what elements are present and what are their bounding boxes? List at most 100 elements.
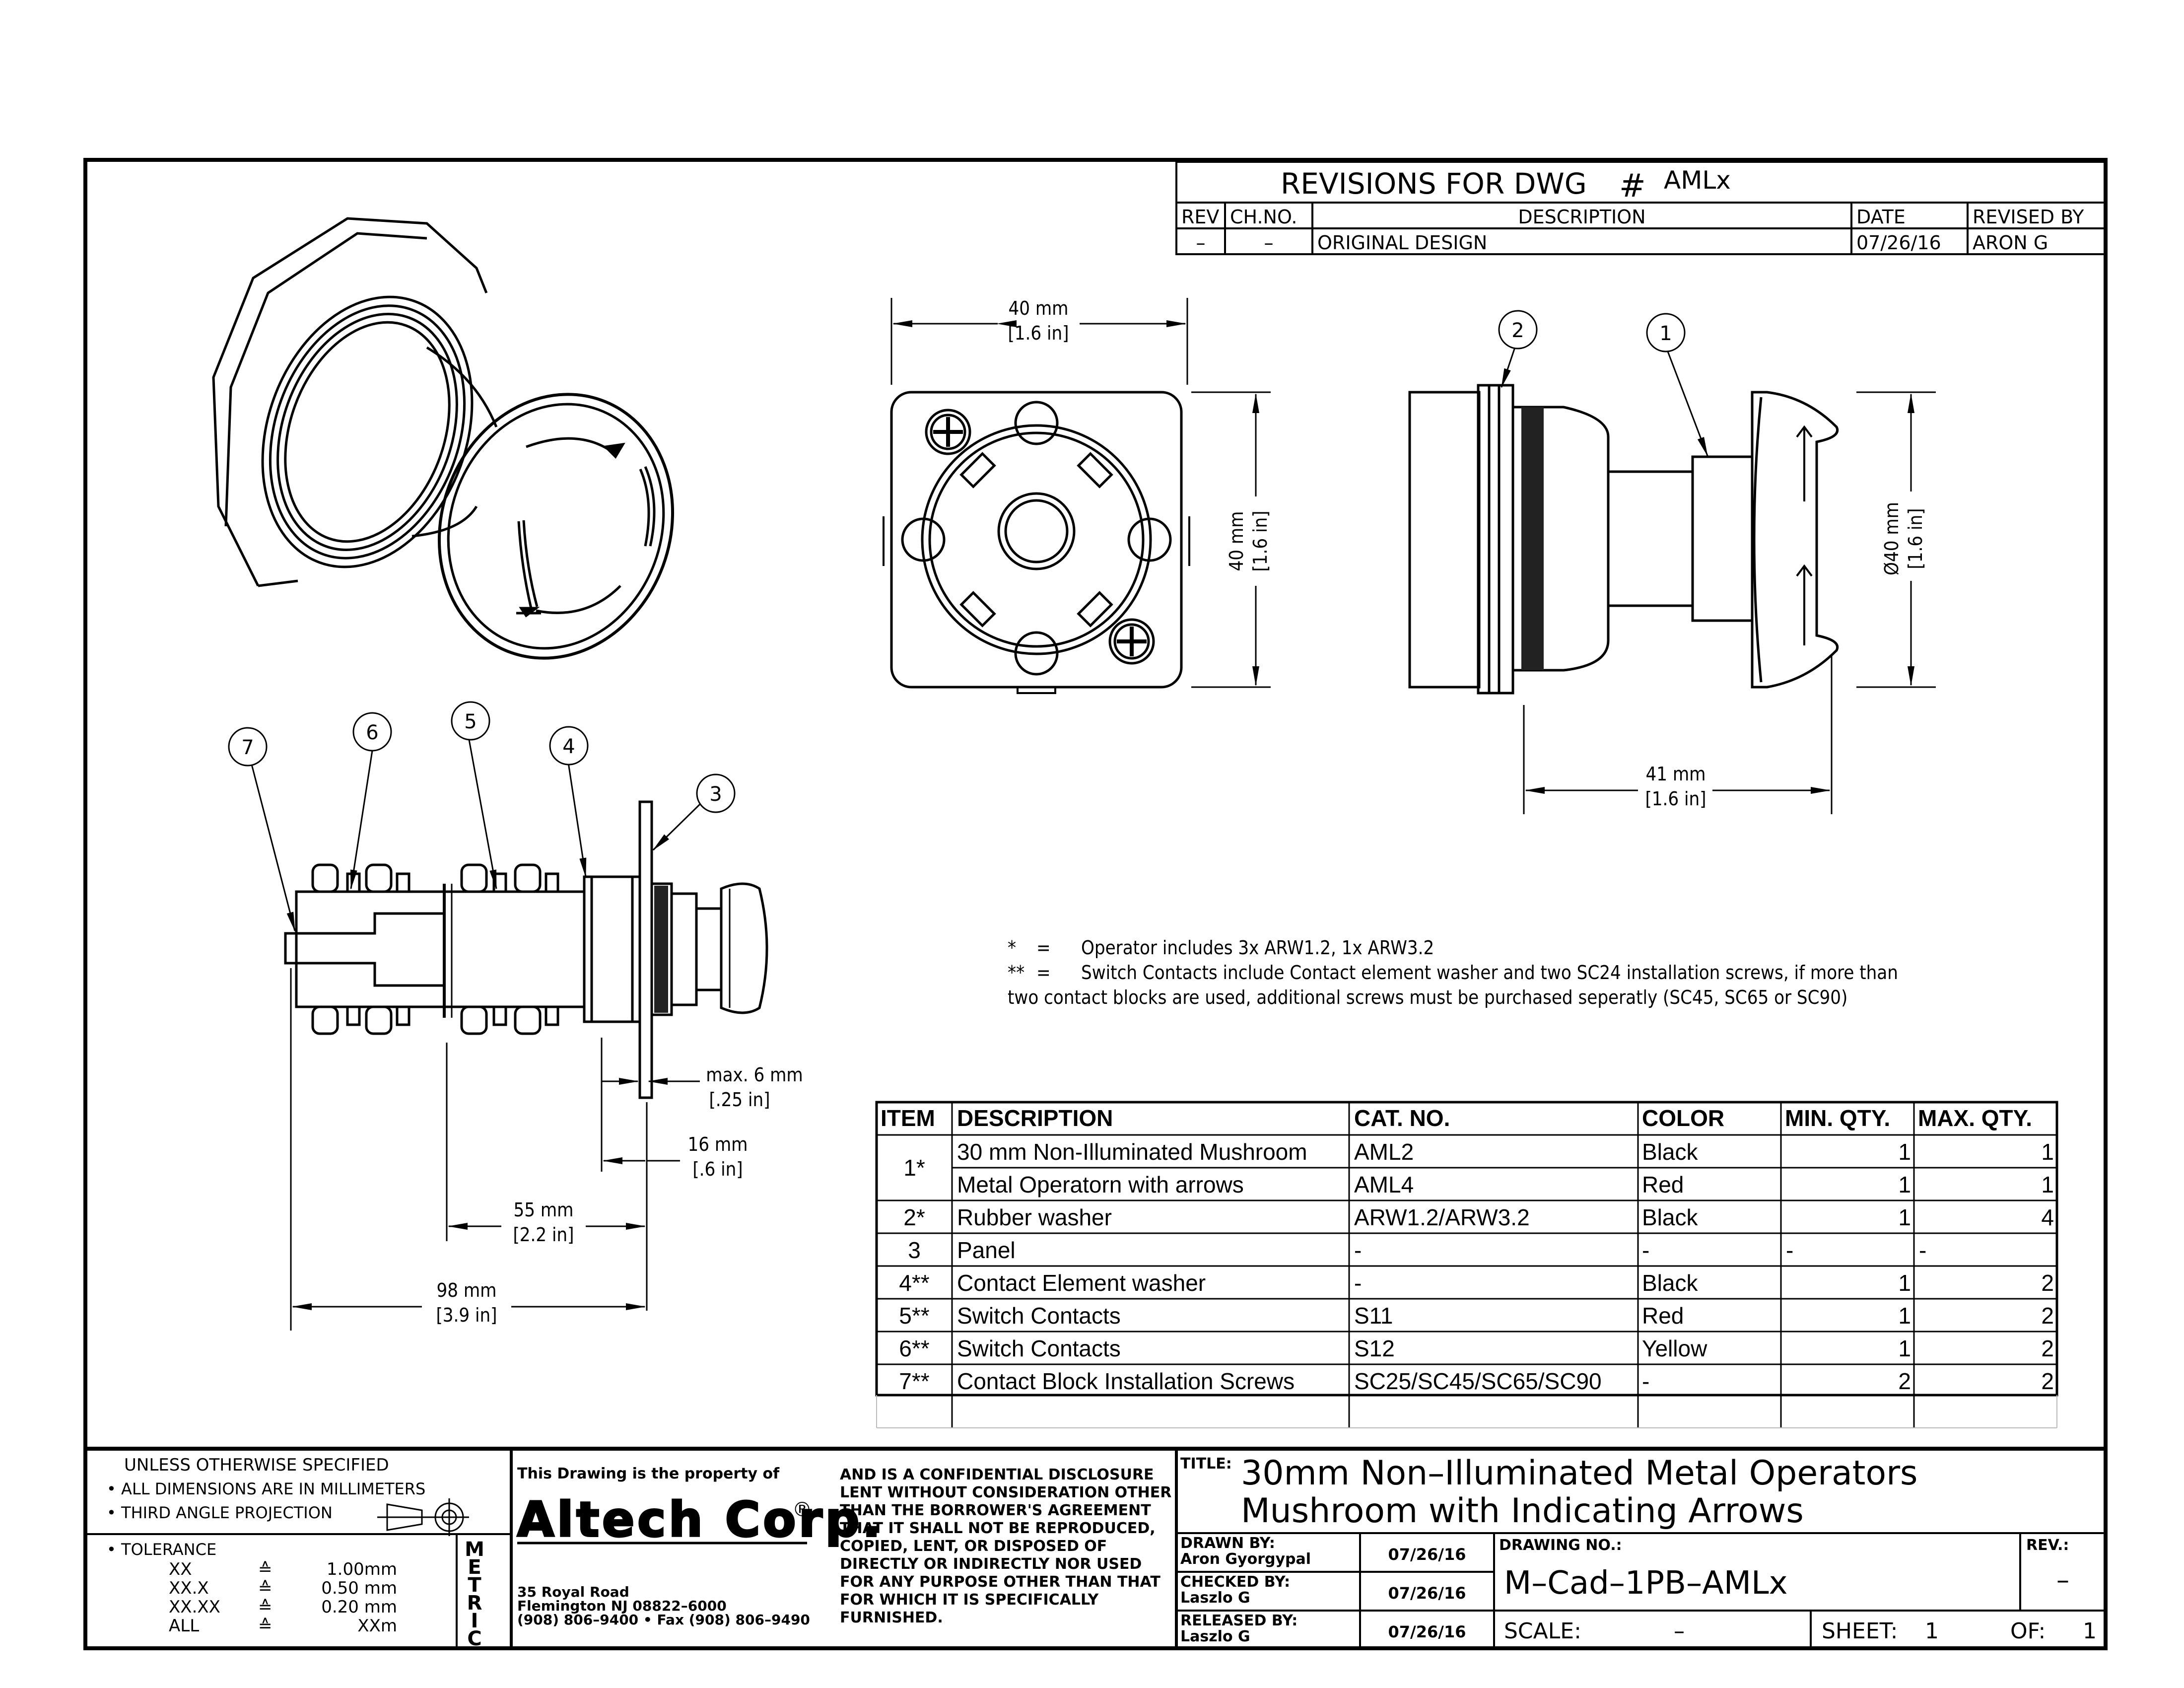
- metric-letter: R: [467, 1592, 482, 1615]
- rev-row-date: 07/26/16: [1856, 232, 1941, 254]
- svg-text:Switch Contacts include Contac: Switch Contacts include Contact element …: [1081, 962, 1898, 984]
- dim-side-dia-in: [1.6 in]: [1905, 508, 1926, 569]
- bom-cat-no: -: [1354, 1270, 1362, 1296]
- bom-max-qty: 2: [2041, 1368, 2054, 1394]
- side-dimension-lines: [1523, 391, 1936, 814]
- bom-cat-no: S12: [1354, 1336, 1395, 1361]
- tolerance-value: 0.20 mm: [321, 1597, 397, 1617]
- svg-text:**: **: [1008, 962, 1024, 984]
- revisions-dwg: AMLx: [1664, 166, 1731, 195]
- svg-text:1: 1: [1659, 322, 1672, 345]
- svg-text:=: =: [1036, 937, 1051, 959]
- tb-checked-date: 07/26/16: [1388, 1584, 1466, 1603]
- disclosure-line: THAN THE BORROWER'S AGREEMENT: [840, 1502, 1151, 1519]
- bom-description: 30 mm Non-Illuminated Mushroom: [957, 1139, 1307, 1165]
- dim-panel: max. 6 mm: [706, 1064, 803, 1086]
- disclosure-line: LENT WITHOUT CONSIDERATION OTHER: [840, 1484, 1171, 1501]
- tb-title-line1: 30mm Non–Illuminated Metal Operators: [1241, 1454, 1917, 1493]
- svg-text:two contact blocks are used, a: two contact blocks are used, additional …: [1008, 986, 1847, 1008]
- bom-description: Rubber washer: [957, 1204, 1112, 1230]
- rev-row-rev: –: [1196, 232, 1206, 254]
- altech-logo: Altech Corp. ®: [516, 1491, 882, 1548]
- bom-color: Yellow: [1642, 1336, 1707, 1361]
- disclosure-line: DIRECTLY OR INDIRECTLY NOR USED: [840, 1555, 1142, 1573]
- metric-letter: I: [471, 1610, 478, 1632]
- tolerance-label: XX.XX: [169, 1597, 220, 1617]
- bom-max-qty: 2: [2041, 1336, 2054, 1361]
- bom-color: -: [1642, 1237, 1649, 1263]
- assembly-balloon-leaders: [250, 739, 701, 932]
- svg-text:2: 2: [1511, 319, 1524, 342]
- tb-checked-label: CHECKED BY:: [1180, 1573, 1290, 1591]
- dim-side-len-in: [1.6 in]: [1645, 788, 1706, 810]
- tb-drawn-name: Aron Gyorgypal: [1180, 1550, 1311, 1568]
- tolerance-symbol: ≙: [258, 1597, 273, 1617]
- tb-third-angle: • THIRD ANGLE PROJECTION: [107, 1503, 333, 1522]
- tb-rev: –: [2056, 1565, 2069, 1595]
- bom-max-qty: 4: [2041, 1204, 2054, 1230]
- svg-text:®: ®: [792, 1498, 812, 1521]
- tb-sheet-label: SHEET:: [1822, 1618, 1898, 1644]
- bom-min-qty: 1: [1898, 1270, 1911, 1296]
- bom-min-qty: 1: [1898, 1303, 1911, 1329]
- revisions-title: REVISIONS FOR DWG: [1281, 167, 1587, 201]
- tolerance-value: 0.50 mm: [321, 1578, 397, 1598]
- dim-side-len: 41 mm: [1646, 763, 1706, 785]
- svg-text:7: 7: [241, 736, 254, 759]
- isometric-view: [212, 217, 675, 660]
- svg-text:*: *: [1008, 937, 1016, 959]
- svg-text:DESCRIPTION: DESCRIPTION: [957, 1105, 1113, 1131]
- tolerance-label: XX: [169, 1559, 192, 1579]
- tb-dwgno: M–Cad–1PB–AMLx: [1504, 1565, 1788, 1602]
- rev-header-revisedby: REVISED BY: [1973, 206, 2084, 228]
- tb-released-label: RELEASED BY:: [1180, 1612, 1297, 1629]
- dim-front-height-in: [1.6 in]: [1249, 510, 1271, 571]
- disclosure-line: AND IS A CONFIDENTIAL DISCLOSURE: [840, 1466, 1154, 1483]
- bom-max-qty: 1: [2041, 1172, 2054, 1197]
- dim-55: 55 mm: [514, 1199, 574, 1221]
- bom-cat-no: -: [1354, 1237, 1362, 1263]
- svg-text:=: =: [1036, 962, 1051, 984]
- svg-text:ITEM: ITEM: [881, 1105, 935, 1131]
- tb-addr2: Flemington NJ 08822–6000: [517, 1598, 727, 1614]
- disclosure-line: THAT IT SHALL NOT BE REPRODUCED,: [840, 1520, 1156, 1537]
- bom-color: Red: [1642, 1172, 1684, 1197]
- bom-description: Switch Contacts: [957, 1303, 1121, 1329]
- svg-text:4: 4: [562, 735, 575, 758]
- bom-max-qty: 2: [2041, 1303, 2054, 1329]
- dim-front-width-in: [1.6 in]: [1008, 322, 1069, 344]
- svg-text:MAX. QTY.: MAX. QTY.: [1918, 1105, 2032, 1131]
- bom-description: Contact Block Installation Screws: [957, 1368, 1295, 1394]
- bom-item: 2*: [903, 1204, 925, 1230]
- bom-cat-no: ARW1.2/ARW3.2: [1354, 1204, 1530, 1230]
- tolerance-value: 1.00mm: [327, 1559, 397, 1579]
- rev-header-date: DATE: [1856, 206, 1906, 228]
- third-angle-projection-icon: [377, 1498, 469, 1536]
- balloon-5: 5: [451, 701, 490, 741]
- bom-cat-no: AML4: [1354, 1172, 1414, 1197]
- rev-header-rev: REV: [1181, 206, 1219, 228]
- bom-color: Black: [1642, 1270, 1698, 1296]
- disclosure-line: COPIED, LENT, OR DISPOSED OF: [840, 1538, 1107, 1555]
- dim-98-in: [3.9 in]: [436, 1304, 497, 1326]
- tb-checked-name: Laszlo G: [1180, 1589, 1250, 1607]
- rev-row-chno: –: [1264, 232, 1274, 254]
- tolerance-symbol: ≙: [258, 1616, 273, 1636]
- bom-min-qty: 1: [1898, 1336, 1911, 1361]
- tolerance-label: ALL: [169, 1616, 199, 1636]
- dim-16: 16 mm: [688, 1133, 748, 1155]
- bom-max-qty: 1: [2041, 1139, 2054, 1165]
- revisions-table: [1175, 161, 2106, 255]
- tb-sheet: 1: [1925, 1618, 1939, 1644]
- rev-row-revisedby: ARON G: [1973, 232, 2048, 254]
- bom-max-qty: 2: [2041, 1270, 2054, 1296]
- tb-drawn-label: DRAWN BY:: [1180, 1535, 1275, 1552]
- svg-text:6: 6: [366, 721, 378, 744]
- bom-cat-no: SC25/SC45/SC65/SC90: [1354, 1368, 1602, 1394]
- balloon-4: 4: [549, 726, 589, 766]
- tb-dims-mm: • ALL DIMENSIONS ARE IN MILLIMETERS: [107, 1479, 425, 1498]
- balloon-7: 7: [228, 727, 268, 767]
- metric-letter: E: [468, 1556, 481, 1579]
